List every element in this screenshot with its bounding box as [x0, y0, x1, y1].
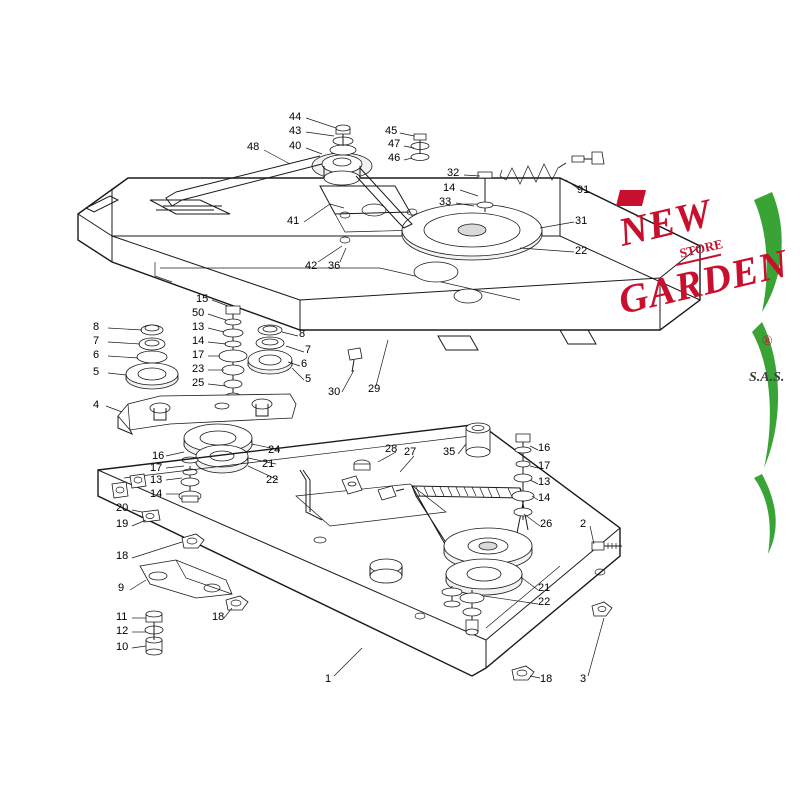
callout-13-left: 13 [150, 474, 163, 486]
callout-42: 42 [305, 260, 318, 272]
center-fastener-column [218, 305, 248, 400]
callout-43: 43 [289, 125, 302, 137]
callout-4: 4 [93, 399, 100, 411]
callout-36: 36 [328, 260, 341, 272]
callout-22-center: 22 [266, 474, 279, 486]
registered-mark: ® [762, 334, 773, 349]
callout-1: 1 [325, 673, 332, 685]
callout-14-top: 14 [443, 182, 456, 194]
top-fastener-stack [329, 124, 357, 156]
callout-10: 10 [116, 641, 129, 653]
nut-18-right [511, 665, 535, 681]
callout-44: 44 [289, 111, 302, 123]
callout-28: 28 [385, 443, 398, 455]
callout-46: 46 [388, 152, 401, 164]
callout-14-left: 14 [150, 488, 163, 500]
callout-41: 41 [287, 215, 300, 227]
callout-18-mid: 18 [212, 611, 225, 623]
callout-11: 11 [116, 611, 128, 623]
callout-20: 20 [116, 502, 129, 514]
callout-13-right: 13 [538, 476, 551, 488]
callout-50: 50 [192, 307, 205, 319]
nut-18-left [181, 533, 205, 549]
right-middle-pulley-stack [247, 324, 293, 375]
callout-19: 19 [116, 518, 129, 530]
callout-5-left: 5 [93, 366, 100, 378]
callout-3: 3 [580, 673, 587, 685]
brand-logo: NEW STORE GARDEN ® S.A.S. [612, 182, 793, 582]
callout-26: 26 [540, 518, 553, 530]
callout-45: 45 [385, 125, 398, 137]
callout-8-right: 8 [299, 328, 306, 340]
callout-22-top: 22 [575, 245, 588, 257]
right-belt-pulley [369, 485, 533, 636]
callout-33: 33 [439, 196, 452, 208]
callout-17-right: 17 [538, 460, 551, 472]
nut-18-mid [225, 595, 249, 611]
spring-assembly [476, 151, 605, 212]
callout-17-center: 17 [192, 349, 205, 361]
upper-deck-housing [77, 152, 701, 351]
callout-7-right: 7 [305, 344, 312, 356]
company-suffix: S.A.S. [749, 370, 785, 385]
rod-lever-assembly [299, 459, 405, 521]
callout-15: 15 [196, 293, 209, 305]
callout-30: 30 [328, 386, 341, 398]
right-fastener-column [511, 433, 535, 520]
left-pulley-stack [125, 324, 179, 390]
clamp-19-20 [111, 473, 161, 523]
callout-6-left: 6 [93, 349, 100, 361]
callout-5-right: 5 [305, 373, 312, 385]
leader-lines [105, 117, 605, 679]
left-hardware-column [144, 610, 164, 656]
nut-3-right [591, 601, 613, 617]
callout-40: 40 [289, 140, 302, 152]
callout-13-center: 13 [192, 321, 205, 333]
callout-17-left: 17 [150, 462, 163, 474]
callout-8-left: 8 [93, 321, 100, 333]
callout-18-right: 18 [540, 673, 553, 685]
callout-32: 32 [447, 167, 460, 179]
callout-27: 27 [404, 446, 417, 458]
part-30 [347, 347, 363, 373]
callout-31: 31 [575, 215, 588, 227]
callout-91: 91 [577, 184, 590, 196]
leaf-graphic [616, 190, 782, 554]
callout-7-left: 7 [93, 335, 100, 347]
callout-12: 12 [116, 625, 129, 637]
callout-25: 25 [192, 377, 205, 389]
bolt-2 [591, 541, 622, 551]
callout-48: 48 [247, 141, 260, 153]
callout-14-center: 14 [192, 335, 205, 347]
callout-29: 29 [368, 383, 381, 395]
callout-22-right: 22 [538, 596, 551, 608]
callout-6-right: 6 [301, 358, 308, 370]
callout-23: 23 [192, 363, 205, 375]
callout-24: 24 [268, 444, 281, 456]
bracket-4 [117, 393, 297, 435]
callout-9: 9 [118, 582, 125, 594]
callout-16-right: 16 [538, 442, 551, 454]
left-bracket-9 [139, 559, 233, 599]
callout-18-left: 18 [116, 550, 129, 562]
bolt-45-47-46 [410, 133, 430, 161]
lower-deck-plate [97, 423, 621, 677]
callout-2: 2 [580, 518, 587, 530]
callout-16-left: 16 [152, 450, 165, 462]
callout-35: 35 [443, 446, 456, 458]
spacer-35 [465, 422, 491, 458]
callout-47: 47 [388, 138, 401, 150]
callout-21-center: 21 [262, 458, 275, 470]
center-double-pulley [178, 423, 253, 503]
callout-21-right: 21 [538, 582, 551, 594]
callout-14-right: 14 [538, 492, 551, 504]
